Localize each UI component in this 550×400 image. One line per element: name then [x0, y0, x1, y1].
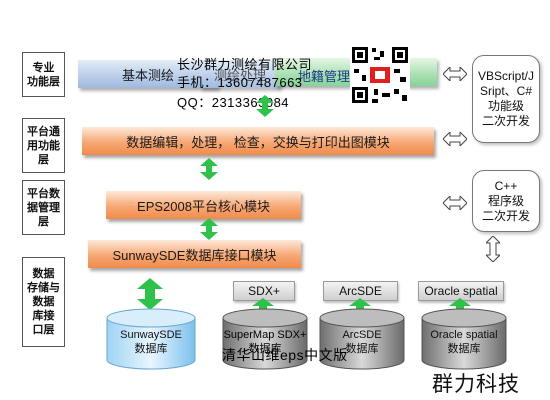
cadastral-label: 地籍管理	[298, 69, 351, 84]
core-module-bar: EPS2008平台核心模块	[106, 191, 301, 219]
arrow-updown-icon	[137, 278, 163, 310]
general-function-bar: 数据编辑，处理， 检查，交换与打印出图模块	[82, 127, 434, 155]
sde-interface-label: SunwaySDE数据库接口模块	[112, 247, 277, 263]
basic-survey-label: 基本测绘	[121, 67, 174, 83]
arrow-leftright-icon	[443, 67, 467, 81]
db-sub: 数据库	[345, 343, 379, 355]
db-sub: 数据库	[447, 343, 481, 355]
sde-interface-bar: SunwaySDE数据库接口模块	[88, 240, 301, 268]
db-name: SunwaySDE	[120, 329, 182, 341]
arrow-updown-outline-icon	[486, 236, 500, 262]
sunwaysde-database-label: SunwaySDE 数据库	[105, 328, 197, 356]
core-module-label: EPS2008平台核心模块	[137, 198, 270, 214]
qr-code-icon	[350, 45, 410, 105]
oracle-interface-label: Oracle spatial	[424, 284, 498, 298]
sunwaysde-database-icon	[106, 308, 196, 370]
sdx-interface-label: SDX+	[248, 284, 280, 298]
layer-professional: 专业 功能层	[22, 52, 65, 97]
survey-processing-bar: 测绘处理	[200, 60, 280, 88]
arrow-updown-icon	[256, 95, 274, 117]
layer-storage-interface: 数据 存储与 数据 库接 口层	[22, 257, 65, 347]
arcsde-interface-label: ArcSDE	[339, 284, 382, 298]
db-name: ArcSDE	[342, 329, 382, 341]
brand-name: 群力科技	[432, 373, 520, 396]
arcsde-database-label: ArcSDE 数据库	[318, 328, 406, 356]
script-dev-box: VBScript/J Sript、C# 功能级 二次开发	[472, 55, 540, 143]
oracle-database-icon	[421, 308, 507, 370]
arcsde-database-icon	[319, 308, 405, 370]
bottom-watermark: 清华山维eps中文版	[222, 347, 348, 363]
db-sub: 数据库	[248, 343, 282, 355]
supermap-database-label: SuperMap SDX+ 数据库	[221, 328, 309, 356]
oracle-interface-tab: Oracle spatial	[418, 281, 504, 301]
survey-processing-label: 测绘处理	[213, 67, 266, 83]
company-name: 长沙群力测绘有限公司	[177, 57, 313, 72]
layer-data-management: 平台数 据管理 层	[22, 180, 65, 235]
general-function-label: 数据编辑，处理， 检查，交换与打印出图模块	[126, 134, 390, 150]
program-dev-box: C++ 程序级 二次开发	[472, 170, 540, 232]
basic-survey-bar: 基本测绘	[78, 60, 218, 88]
db-name: SuperMap SDX+	[223, 329, 307, 341]
arrow-leftright-icon	[443, 132, 467, 146]
oracle-database-label: Oracle spatial 数据库	[420, 328, 508, 356]
db-sub: 数据库	[134, 343, 168, 355]
qq-number: QQ：2313363084	[177, 95, 290, 110]
db-name: Oracle spatial	[430, 329, 498, 341]
arrow-updown-icon	[200, 158, 218, 180]
supermap-database-icon	[222, 308, 308, 370]
arrow-leftright-icon	[443, 196, 467, 210]
phone-number: 手机：13607487663	[177, 75, 303, 90]
layer-general-function: 平台通 用功能 层	[22, 118, 65, 173]
arrow-updown-icon	[200, 218, 218, 240]
